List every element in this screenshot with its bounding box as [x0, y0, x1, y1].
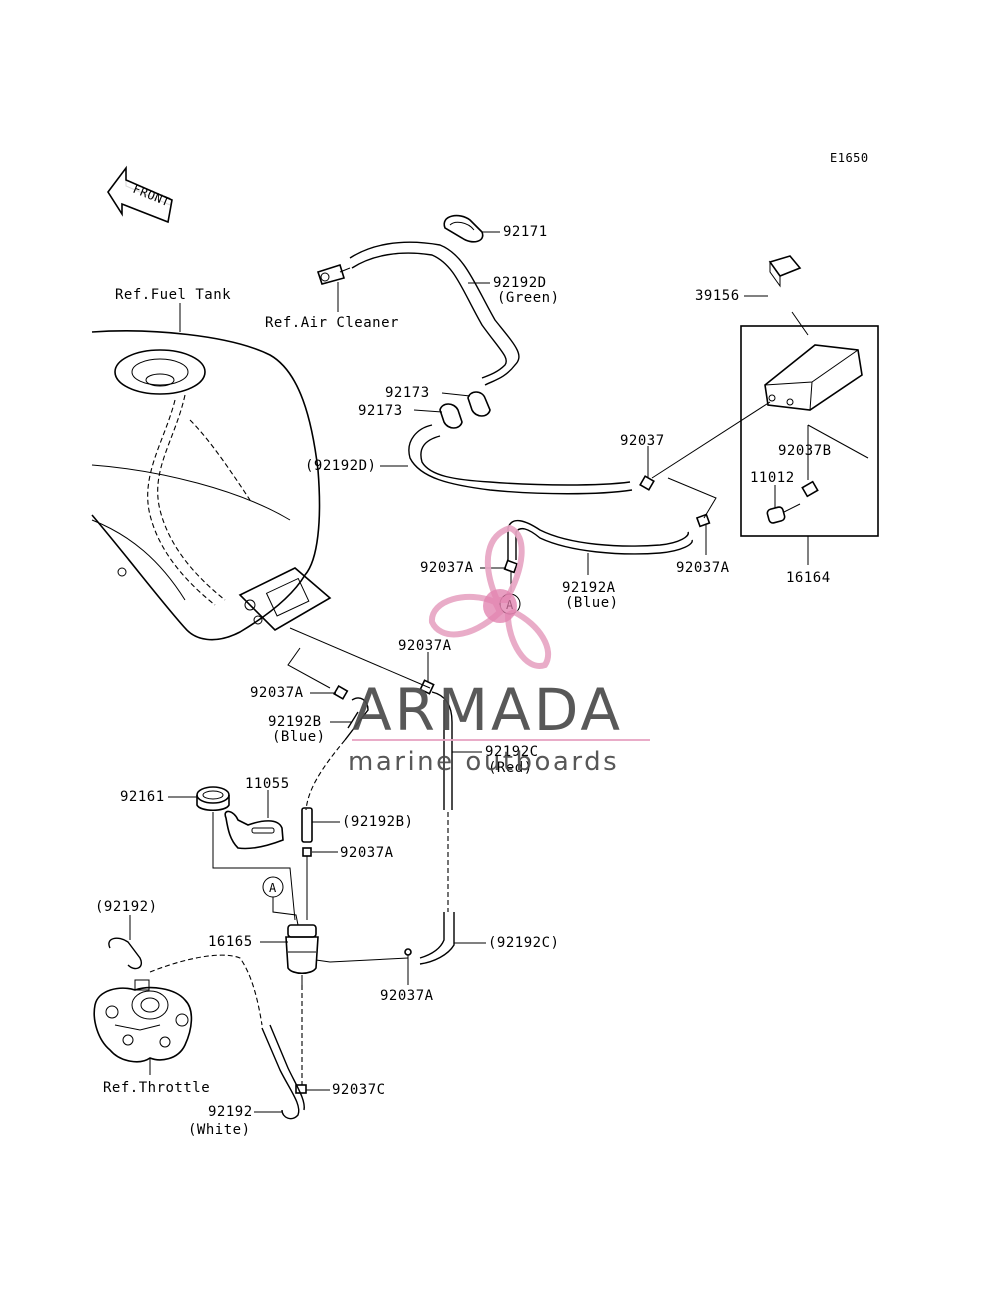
label-92192A: 92192A — [562, 580, 616, 596]
leader-39156-b — [791, 311, 809, 336]
clip-92037A-bottom — [404, 948, 412, 956]
link-bracket — [212, 812, 296, 921]
canister-16164 — [764, 344, 863, 411]
hose-92192D-edge — [351, 252, 507, 379]
label-92037A-lower: 92037A — [340, 845, 394, 861]
hose-92192D-lower — [408, 424, 633, 495]
label-11012: 11012 — [750, 470, 795, 486]
label-92192C-color: (Red) — [488, 760, 533, 776]
label-92192C-paren: (92192C) — [488, 935, 559, 951]
cap-39156-side — [769, 260, 781, 288]
clamp-92161 — [196, 786, 230, 812]
hose-92192D — [349, 241, 520, 386]
diagram-code: E1650 — [830, 151, 869, 165]
clip-92037C — [295, 1084, 307, 1094]
valve-16165 — [285, 924, 331, 985]
label-92192B: 92192B — [268, 714, 322, 730]
label-92037A-right: 92037A — [676, 560, 730, 576]
label-92192A-color: (Blue) — [565, 595, 619, 611]
air-cleaner-fitting — [316, 263, 351, 285]
label-92192D-color: (Green) — [497, 290, 560, 306]
label-92192: 92192 — [208, 1104, 253, 1120]
label-92037A-bottom: 92037A — [380, 988, 434, 1004]
label-92192D-paren: (92192D) — [305, 458, 376, 474]
label-92037: 92037 — [620, 433, 665, 449]
hose-92192B-short — [301, 807, 313, 843]
label-92171: 92171 — [503, 224, 548, 240]
fuel-tank — [91, 330, 332, 641]
hose-92192-path — [149, 954, 263, 1026]
clip-92037A-left — [333, 684, 349, 700]
hose-92192C-lower — [419, 912, 445, 959]
clip-92037 — [639, 475, 655, 491]
hose-92192-white-edge — [269, 1024, 305, 1111]
hose-92192B — [344, 697, 369, 741]
clip-92037A-mid — [503, 559, 519, 574]
leader-92173-a — [441, 392, 471, 397]
clip-92037A-right — [695, 513, 711, 528]
tank-line — [289, 627, 431, 689]
label-92037A-center: 92037A — [398, 638, 452, 654]
label-39156: 39156 — [695, 288, 740, 304]
throttle-body — [93, 979, 193, 1063]
label-92192C: 92192C — [485, 744, 539, 760]
tank-line-b — [287, 647, 331, 689]
hose-92192-upper — [108, 937, 142, 970]
label-92173-b: 92173 — [358, 403, 403, 419]
canister-box — [740, 325, 879, 537]
cap-39156 — [768, 255, 802, 277]
clip-92037B — [801, 480, 819, 498]
hose-92192C — [431, 691, 453, 810]
hose-92192-white — [261, 1027, 300, 1120]
front-arrow-icon: FRONT — [107, 165, 173, 224]
propeller-icon — [429, 524, 552, 669]
bracket-11055-slot — [251, 827, 275, 834]
label-92037A-left: 92037A — [250, 685, 304, 701]
watermark-brand: ARMADA — [352, 676, 623, 744]
hose-92192B-edge — [347, 711, 359, 729]
label-92192D: 92192D — [493, 275, 547, 291]
hose-92192C-lower-edge — [419, 912, 455, 965]
ref-a-bottom-line — [272, 897, 299, 926]
label-92037B: 92037B — [778, 443, 832, 459]
clamp-92171 — [443, 214, 484, 243]
clip-92037A-lower — [302, 847, 312, 857]
label-92192B-paren: (92192B) — [342, 814, 413, 830]
hose-92192D-lower-edge — [420, 435, 631, 486]
label-92192B-color: (Blue) — [272, 729, 326, 745]
ref-air-cleaner-label: Ref.Air Cleaner — [265, 315, 399, 331]
label-92192-paren: (92192) — [95, 899, 158, 915]
label-11055: 11055 — [245, 776, 290, 792]
part-11012-link — [783, 503, 801, 513]
label-92037A-mid: 92037A — [420, 560, 474, 576]
leader-92173-b — [413, 409, 443, 413]
label-92161: 92161 — [120, 789, 165, 805]
label-92037C: 92037C — [332, 1082, 386, 1098]
ref-fuel-tank-label: Ref.Fuel Tank — [115, 287, 231, 303]
link-92037A — [667, 477, 717, 519]
label-92192-color: (White) — [188, 1122, 251, 1138]
label-16165: 16165 — [208, 934, 253, 950]
watermark-tagline: marine outboards — [348, 747, 619, 777]
leader-92037B-d — [807, 424, 869, 459]
label-92173-a: 92173 — [385, 385, 430, 401]
bracket-11055 — [224, 810, 284, 850]
hose-92192A-edge — [515, 527, 693, 560]
ref-throttle-label: Ref.Throttle — [103, 1080, 210, 1096]
label-16164: 16164 — [786, 570, 831, 586]
clip-92037A-center — [419, 679, 435, 695]
part-11012 — [766, 506, 786, 524]
watermark: ARMADA marine outboards — [348, 524, 650, 777]
hose-92192B-path — [305, 739, 346, 811]
front-label: FRONT — [131, 182, 172, 209]
clamps-92173 — [439, 391, 491, 429]
ref-a-bottom-label: A — [269, 881, 277, 895]
canister-line — [651, 401, 771, 479]
hose-92192A — [507, 520, 689, 560]
link-valve-right — [329, 957, 409, 963]
